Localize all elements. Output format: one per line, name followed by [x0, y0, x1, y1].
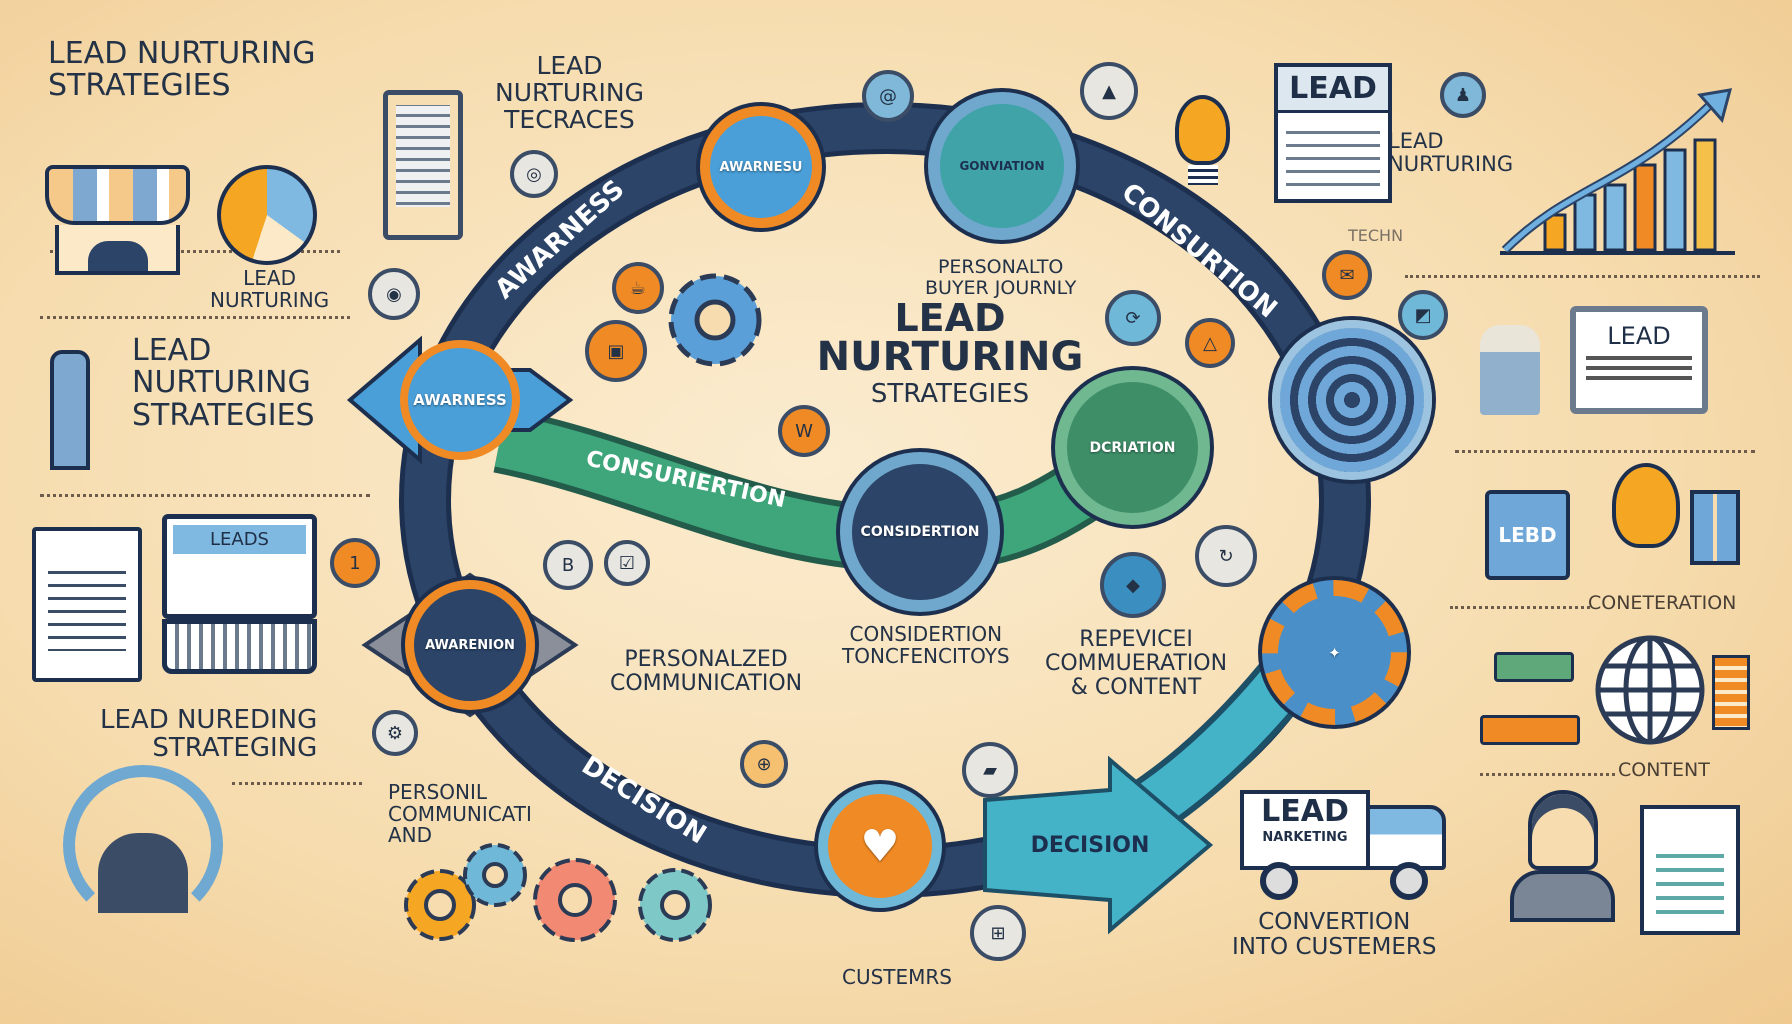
- badge-icon: ⊞: [970, 905, 1026, 961]
- lightbulb-icon: [1612, 463, 1680, 548]
- truck-icon: LEAD NARKETING: [1240, 790, 1455, 905]
- badge-icon: ⟳: [1105, 290, 1161, 346]
- consideration-tools: CONSIDERTION TONCFENCITOYS: [842, 622, 1010, 668]
- storefront-icon: [45, 165, 190, 285]
- left-lower-title: LEAD NUREDING STRATEGING: [100, 705, 318, 764]
- tablet-document-icon: [383, 90, 463, 240]
- bookmark-icon: [50, 350, 90, 470]
- gears-icon: [404, 843, 712, 942]
- heart-icon: ♥: [860, 820, 900, 872]
- heart-node[interactable]: ♥: [818, 784, 942, 908]
- badge-icon: ☑: [604, 540, 650, 586]
- badge-icon: @: [862, 70, 914, 122]
- coneteration-label: CONETERATION: [1588, 592, 1737, 614]
- badge-icon: ◩: [1398, 290, 1448, 340]
- divider: [40, 316, 350, 319]
- center-title-strategies: STRATEGIES: [870, 379, 1030, 409]
- badge-icon: ◉: [368, 268, 420, 320]
- badge-icon: ▰: [962, 742, 1018, 798]
- badge-icon: ⊕: [740, 740, 788, 788]
- divider: [1455, 450, 1755, 453]
- target-node[interactable]: [1272, 320, 1432, 480]
- awareness-arrow-node[interactable]: AWARNESS: [400, 340, 520, 460]
- center-subtitle: PERSONALTO BUYER JOURNLY: [925, 256, 1077, 299]
- conversion-into-customers: CONVERTION INTO CUSTEMERS: [1232, 909, 1437, 960]
- document-title: LEAD: [1278, 67, 1388, 113]
- badge-icon: ◎: [510, 150, 558, 198]
- badge-icon: ✉: [1322, 250, 1372, 300]
- decision-arrow-shape: [983, 755, 1214, 935]
- customers-bottom: CUSTEMRS: [842, 965, 952, 989]
- decision-arrow-node[interactable]: DECISION: [1030, 832, 1150, 858]
- small-lead-nurturing-left: LEAD NURTURING: [210, 266, 330, 312]
- repevicei-communication: REPEVICEI COMMUERATION & CONTENT: [1045, 627, 1228, 700]
- badge-icon: △: [1185, 318, 1235, 368]
- globe-icon: [1595, 635, 1705, 745]
- center-title-lead: LEAD: [894, 296, 1006, 340]
- awarenion-node[interactable]: AWARENION: [405, 580, 535, 710]
- badge-icon: ♟: [1440, 72, 1486, 118]
- badge-icon: ⚙: [372, 710, 418, 756]
- awareness-arc-label: AWARNESS: [490, 174, 631, 305]
- person-icon: [87, 241, 148, 271]
- left-mid-title: LEAD NURTURING STRATEGIES: [132, 333, 315, 433]
- lead-document-icon: LEAD: [1274, 63, 1392, 203]
- laptop-icon[interactable]: LEADS: [162, 514, 317, 684]
- badge-icon: ↻: [1195, 525, 1257, 587]
- techniques-label: LEAD NURTURING TECRACES: [495, 51, 644, 134]
- bar-chart-icon: [1500, 88, 1735, 255]
- monitor-lead-icon: LEAD: [1570, 306, 1708, 414]
- right-lead-nurturing: LEAD NURTURING: [1388, 129, 1514, 176]
- dcriation-node[interactable]: DCRIATION: [1055, 370, 1210, 525]
- hat-icon: ✦: [1328, 643, 1341, 662]
- divider: [232, 782, 362, 785]
- gear-conversion-node[interactable]: ✦: [1262, 580, 1407, 725]
- truck-title: LEAD: [1261, 794, 1349, 829]
- personalized-communication: PERSONALZED COMMUNICATION: [610, 647, 803, 696]
- content-label: CONTENT: [1618, 759, 1710, 781]
- panel-icon: [1712, 655, 1750, 730]
- badge-icon: B: [543, 540, 593, 590]
- badge-icon: ◆: [1100, 552, 1166, 618]
- monitor-title: LEAD: [1607, 322, 1671, 350]
- personil-communicati: PERSONIL COMMUNICATI AND: [388, 780, 532, 848]
- conviation-top-node[interactable]: GONVIATION: [928, 92, 1076, 240]
- badge-icon: 1: [330, 538, 380, 588]
- shopping-bag-icon: LEBD: [1485, 490, 1570, 580]
- center-title-nurturing: NURTURING: [816, 334, 1084, 380]
- lightbulb-icon: [1175, 95, 1230, 165]
- techn-label: TECHN: [1348, 226, 1404, 245]
- badge-icon: ▲: [1080, 62, 1138, 120]
- divider: [1450, 606, 1590, 609]
- badge-icon: ▣: [585, 320, 647, 382]
- center-gear-icon: [668, 273, 762, 367]
- consideration-center-node[interactable]: CONSIDERTION: [840, 452, 1000, 612]
- awareness-top-node[interactable]: AWARNESU: [700, 106, 822, 228]
- orange-tag-icon: [1480, 715, 1580, 745]
- badge-icon: ☕: [612, 262, 664, 314]
- clipboard-right-icon: [1640, 805, 1740, 935]
- wheel-icon: [1390, 862, 1428, 900]
- title-top-left: LEAD NURTURING STRATEGIES: [48, 36, 316, 104]
- truck-subtitle: NARKETING: [1262, 830, 1348, 845]
- divider: [50, 250, 340, 253]
- divider: [1480, 773, 1615, 776]
- divider: [40, 494, 370, 497]
- divider: [1405, 275, 1760, 278]
- clipboard-icon: [32, 527, 142, 682]
- laptop-screen-title: LEADS: [173, 525, 306, 554]
- pie-chart-icon: [217, 165, 317, 265]
- green-tag-icon: [1494, 652, 1574, 682]
- woman-avatar-icon: [1510, 790, 1615, 925]
- marketer-figure-icon: [1480, 325, 1540, 415]
- badge-icon: W: [778, 405, 830, 457]
- lightbulb-base-icon: [1188, 165, 1218, 185]
- wheel-icon: [1260, 862, 1298, 900]
- panel-bars-icon: [1690, 490, 1740, 565]
- businessman-avatar-icon: [63, 765, 223, 925]
